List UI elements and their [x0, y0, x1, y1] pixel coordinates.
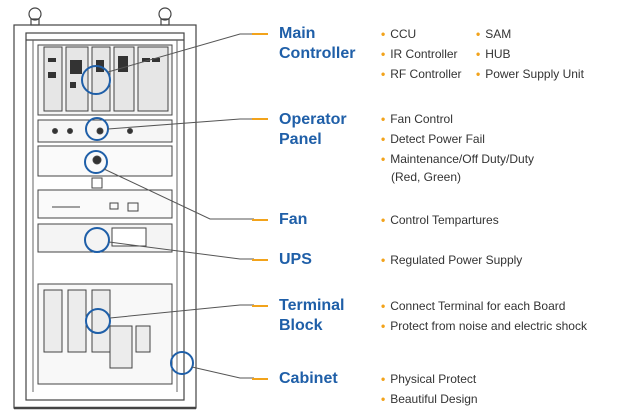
bullet: •Connect Terminal for each Board [381, 299, 566, 313]
leader-ups [108, 241, 254, 260]
main-controller-circle [81, 65, 111, 95]
terminal-block-unit [37, 283, 173, 385]
section-dash [252, 305, 268, 307]
section-dash [252, 219, 268, 221]
bullet: •RF Controller [381, 67, 462, 81]
bullet: •Maintenance/Off Duty/Duty [381, 152, 535, 166]
ups-circle [84, 227, 110, 253]
bullet: •Beautiful Design [381, 392, 478, 406]
bullet: •Control Tempartures [381, 213, 499, 227]
fan-circle [84, 150, 108, 174]
section-dash [252, 33, 268, 35]
bullet: •Protect from noise and electric shock [381, 319, 587, 333]
section-title: UPS [279, 250, 312, 270]
terminal-block-circle [85, 308, 111, 334]
title-line: Operator [279, 111, 347, 128]
section-title: Operator Panel [279, 110, 347, 150]
bullet: •SAM [476, 27, 512, 41]
fan-unit [37, 145, 173, 189]
leader-main-controller [107, 33, 254, 73]
bullet: •Regulated Power Supply [381, 253, 523, 267]
leader-terminal-block [109, 304, 254, 319]
title-line: Cabinet [279, 370, 338, 387]
title-line: Terminal [279, 297, 345, 314]
section-dash [252, 118, 268, 120]
main-controller-cards [37, 44, 173, 116]
bullet-subtext: (Red, Green) [391, 170, 462, 184]
bullet: •HUB [476, 47, 511, 61]
title-line: Main [279, 25, 316, 42]
leader-lines [103, 33, 254, 379]
cabinet-frame [13, 24, 197, 410]
title-line: Controller [279, 45, 356, 62]
title-line: Fan [279, 211, 308, 228]
section-dash [252, 259, 268, 261]
title-line: Block [279, 317, 323, 334]
leader-operator-panel [107, 118, 254, 130]
leader-cabinet [191, 366, 254, 379]
monitor-unit [37, 189, 173, 219]
rack-rails [32, 40, 178, 392]
leader-fan [103, 168, 254, 220]
bullet: •IR Controller [381, 47, 458, 61]
section-title: Cabinet [279, 369, 338, 389]
bullet: •Power Supply Unit [476, 67, 584, 81]
bullet: •Detect Power Fail [381, 132, 485, 146]
operator-panel-unit [37, 119, 173, 143]
section-dash [252, 378, 268, 380]
bullet: •CCU [381, 27, 417, 41]
cabinet-circle [170, 351, 194, 375]
title-line: UPS [279, 251, 312, 268]
section-title: Main Controller [279, 24, 355, 64]
bullet: •Physical Protect [381, 372, 477, 386]
lifting-eyes [28, 7, 172, 26]
title-line: Panel [279, 131, 322, 148]
section-title: Terminal Block [279, 296, 345, 336]
bullet: •Fan Control [381, 112, 453, 126]
section-title: Fan [279, 210, 307, 230]
